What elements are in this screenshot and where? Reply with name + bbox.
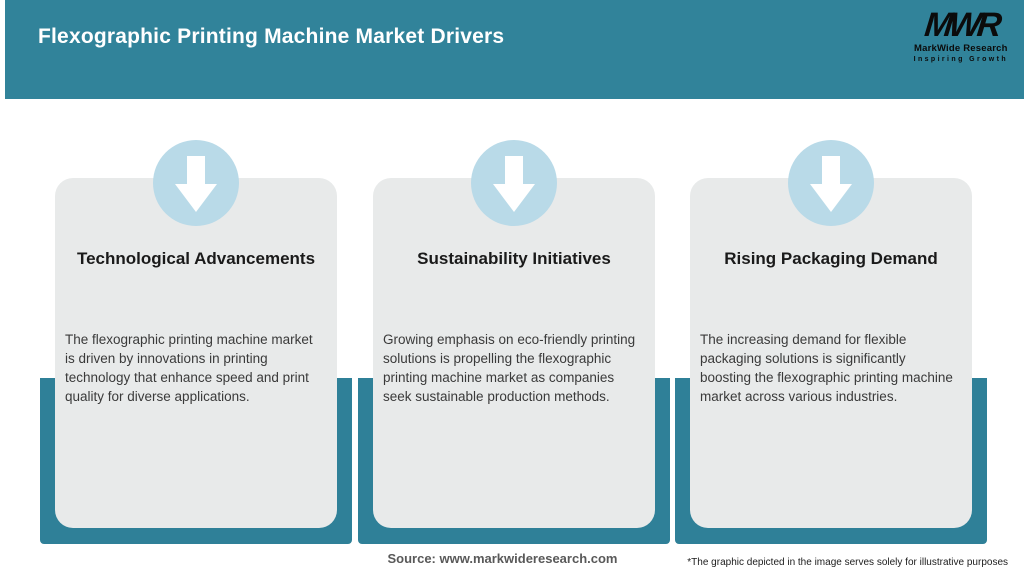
driver-card-rising-packaging-demand: Rising Packaging Demand The increasing d…	[690, 178, 972, 528]
page-title: Flexographic Printing Machine Market Dri…	[38, 25, 505, 48]
driver-card-sustainability-initiatives: Sustainability Initiatives Growing empha…	[373, 178, 655, 528]
card-title: Rising Packaging Demand	[724, 249, 938, 268]
logo-name: MarkWide Research	[913, 43, 1008, 54]
markwide-research-logo: MWR MarkWide Research Inspiring Growth	[913, 6, 1008, 63]
card-description: The increasing demand for flexible packa…	[700, 332, 953, 404]
card-title: Sustainability Initiatives	[417, 249, 611, 268]
card-description: The flexographic printing machine market…	[65, 332, 313, 404]
card-title: Technological Advancements	[76, 249, 316, 268]
disclaimer-text: *The graphic depicted in the image serve…	[687, 557, 1008, 568]
down-arrow-icon	[788, 140, 874, 226]
source-text: Source: www.markwideresearch.com	[387, 551, 618, 566]
down-arrow-icon	[471, 140, 557, 226]
card-description: Growing emphasis on eco-friendly printin…	[383, 332, 636, 404]
logo-tagline: Inspiring Growth	[913, 55, 1008, 63]
driver-card-technological-advancements: Technological Advancements The flexograp…	[55, 178, 337, 528]
down-arrow-icon	[153, 140, 239, 226]
logo-acronym: MWR	[922, 6, 1000, 44]
header-bar: Flexographic Printing Machine Market Dri…	[5, 0, 1024, 99]
